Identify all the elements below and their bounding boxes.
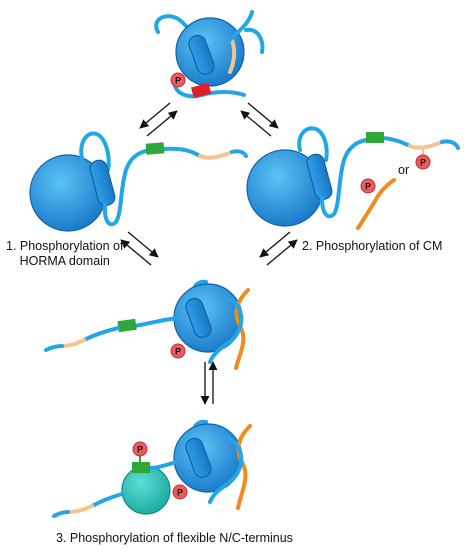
bottom-phospho-green: P <box>132 441 148 457</box>
step3-label: 3. Phosphorylation of flexible N/C-termi… <box>56 531 293 545</box>
phospho-label: P <box>175 347 181 357</box>
phospho-icon <box>132 441 148 457</box>
left-helix <box>89 159 116 207</box>
arrow-right-to-middle <box>259 231 291 258</box>
middle-phospho: P <box>170 343 186 359</box>
right-chain-down <box>320 138 368 219</box>
right-phospho-chain: P <box>415 154 431 170</box>
bottom-chain-left <box>90 492 124 508</box>
bottom-green-motif <box>132 462 150 473</box>
arrows-top <box>139 102 279 137</box>
step1-label-line1: 1. Phosphorylation of <box>6 239 124 253</box>
phospho-label: P <box>420 158 426 168</box>
phospho-icon <box>170 343 186 359</box>
top-phospho: P <box>170 72 186 88</box>
middle-chain-wrap <box>208 296 244 364</box>
top-state: P <box>154 10 265 99</box>
right-phospho-orange: P <box>360 178 376 194</box>
right-chain-peach <box>408 140 444 150</box>
bottom-chain-link <box>148 460 178 470</box>
phospho-icon <box>170 72 186 88</box>
bottom-state: P P <box>52 419 252 518</box>
middle-chain-left <box>132 316 180 328</box>
left-chain-right <box>160 146 202 158</box>
arrow-left-to-top <box>146 110 178 137</box>
middle-chain-end <box>44 344 64 352</box>
middle-state: P <box>44 279 250 370</box>
middle-helix <box>185 297 212 338</box>
arrow-left-to-middle <box>127 231 159 258</box>
bottom-chain-wrap <box>208 436 244 504</box>
phospho-label: P <box>365 182 371 192</box>
arrow-top-to-right <box>247 102 279 129</box>
left-state <box>29 131 248 232</box>
step1-label-line2: HORMA domain <box>19 254 110 268</box>
phospho-label: P <box>175 76 181 86</box>
middle-green-motif <box>117 318 137 333</box>
phospho-icon <box>415 154 431 170</box>
left-chain-end <box>230 149 248 158</box>
phospho-icon <box>172 484 188 500</box>
bottom-helix <box>185 437 212 478</box>
arrows-bottom <box>200 361 218 405</box>
top-red-motif <box>191 82 212 99</box>
arrow-middle-to-left <box>120 239 152 266</box>
step1-label: 1. Phosphorylation of HORMA domain <box>6 239 123 269</box>
bottom-chain-end <box>52 510 70 518</box>
step2-label: 2. Phosphorylation of CM <box>302 239 443 253</box>
arrow-top-to-left <box>139 102 171 129</box>
top-helix <box>188 34 215 75</box>
right-helix <box>306 153 333 201</box>
arrow-middle-to-right <box>266 239 298 266</box>
phospho-label: P <box>177 488 183 498</box>
left-chain-loop <box>79 131 111 172</box>
right-chain-right <box>378 136 412 148</box>
bottom-teal-domain <box>121 465 171 515</box>
arrow-right-to-top <box>240 110 272 137</box>
top-chain-peach <box>228 38 237 74</box>
right-state: P or P <box>246 126 460 230</box>
left-green-motif <box>145 142 165 155</box>
left-chain-peach <box>198 150 234 160</box>
bottom-phospho-domain: P <box>172 484 188 500</box>
middle-chain-peach <box>60 338 86 348</box>
right-green-motif <box>366 132 384 143</box>
arrows-middle <box>120 231 298 266</box>
right-orange-chain <box>356 178 396 230</box>
right-chain-end <box>440 139 460 150</box>
top-chain-right <box>228 10 265 54</box>
left-chain-down <box>102 148 152 227</box>
right-chain-loop <box>297 126 329 162</box>
bottom-chain-peach <box>66 504 94 514</box>
phospho-icon <box>360 178 376 194</box>
or-label: or <box>398 163 409 177</box>
phospho-label: P <box>137 445 143 455</box>
middle-chain-left2 <box>82 326 120 342</box>
